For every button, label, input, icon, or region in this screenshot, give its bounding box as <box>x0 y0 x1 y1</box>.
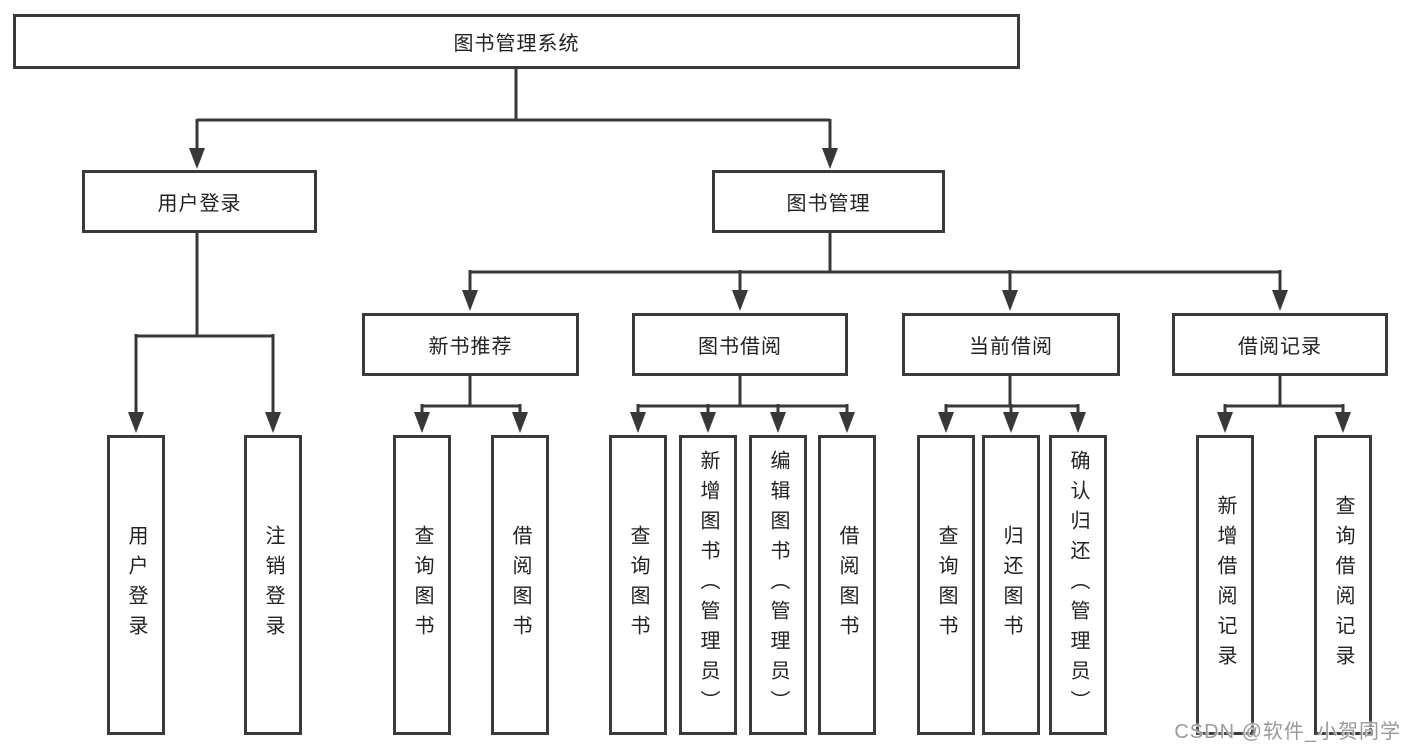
leaf-add-borrow-record: 新增借阅记录 <box>1196 435 1254 735</box>
leaf-query-books-borrow: 查询图书 <box>609 435 667 735</box>
leaf-query-books-current: 查询图书 <box>917 435 975 735</box>
leaf-query-borrow-record: 查询借阅记录 <box>1314 435 1372 735</box>
node-label: 查询借阅记录 <box>1332 495 1354 675</box>
node-label: 当前借阅 <box>969 336 1053 358</box>
connector-bookborrow-to-children <box>630 376 855 433</box>
node-label: 查询图书 <box>935 525 957 645</box>
leaf-add-books-admin: 新增图书（管理员） <box>679 435 737 735</box>
leaf-user-login: 用户登录 <box>107 435 165 735</box>
node-label: 归还图书 <box>1000 525 1022 645</box>
node-label: 图书管理系统 <box>453 33 580 55</box>
connector-root-to-level2 <box>189 68 838 169</box>
node-borrow-records: 借阅记录 <box>1172 313 1388 376</box>
node-label: 查询图书 <box>627 525 649 645</box>
connector-bookmgmt-to-level3 <box>462 233 1288 311</box>
node-label: 查询图书 <box>411 525 433 645</box>
connector-userlogin-to-children <box>128 233 281 433</box>
connector-borrowrecords-to-children <box>1217 376 1351 433</box>
node-label: 新书推荐 <box>428 336 513 358</box>
leaf-logout: 注销登录 <box>244 435 302 735</box>
node-new-book-recommend: 新书推荐 <box>362 313 579 376</box>
connector-currentborrow-to-children <box>938 376 1086 433</box>
node-book-management-module: 图书管理 <box>712 170 945 233</box>
leaf-borrow-books: 借阅图书 <box>818 435 876 735</box>
node-label: 用户登录 <box>125 525 147 645</box>
csdn-watermark: CSDN @软件_小贺同学 <box>1174 721 1401 743</box>
node-current-borrow: 当前借阅 <box>902 313 1120 376</box>
node-label: 新增图书（管理员） <box>697 450 719 720</box>
leaf-return-books: 归还图书 <box>982 435 1040 735</box>
node-label: 确认归还（管理员） <box>1067 450 1089 720</box>
leaf-query-books-recommend: 查询图书 <box>393 435 451 735</box>
node-book-borrow: 图书借阅 <box>632 313 848 376</box>
node-system-root: 图书管理系统 <box>13 14 1020 69</box>
node-user-login-module: 用户登录 <box>82 170 317 233</box>
node-label: 借阅图书 <box>836 525 858 645</box>
connector-newbooks-to-children <box>414 376 528 433</box>
node-label: 编辑图书（管理员） <box>767 450 789 720</box>
node-label: 新增借阅记录 <box>1214 495 1236 675</box>
node-label: 图书借阅 <box>698 336 782 358</box>
leaf-borrow-books-recommend: 借阅图书 <box>491 435 549 735</box>
node-label: 用户登录 <box>157 193 242 215</box>
node-label: 借阅记录 <box>1238 336 1322 358</box>
node-label: 图书管理 <box>786 193 871 215</box>
leaf-confirm-return-admin: 确认归还（管理员） <box>1049 435 1107 735</box>
node-label: 借阅图书 <box>509 525 531 645</box>
leaf-edit-books-admin: 编辑图书（管理员） <box>749 435 807 735</box>
node-label: 注销登录 <box>262 525 284 645</box>
